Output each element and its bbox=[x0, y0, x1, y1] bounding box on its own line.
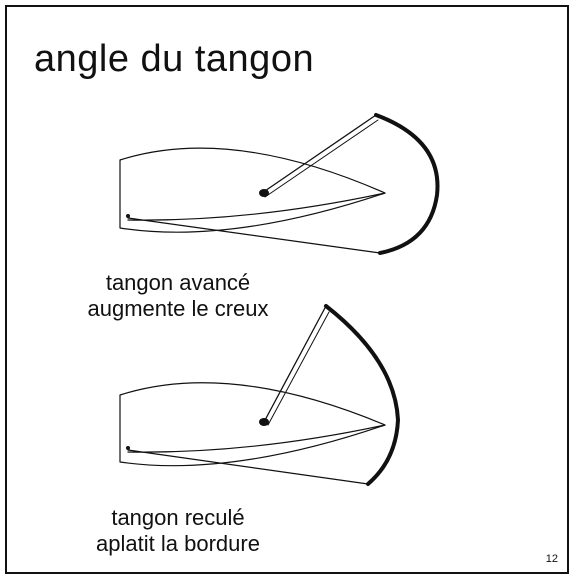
sail-leech-line bbox=[127, 192, 386, 221]
page-number: 12 bbox=[545, 553, 558, 565]
bow-dot bbox=[126, 214, 130, 218]
caption-line: tangon reculé bbox=[111, 505, 245, 530]
caption-pole-forward: tangon avancé augmente le creux bbox=[58, 270, 298, 322]
spinnaker-pole bbox=[263, 305, 327, 423]
caption-pole-back: tangon reculé aplatit la bordure bbox=[58, 505, 298, 557]
sail-foot-line bbox=[127, 449, 369, 485]
spinnaker-pole-shadow bbox=[264, 119, 379, 198]
hull-outline bbox=[119, 382, 386, 467]
caption-line: tangon avancé bbox=[105, 270, 251, 295]
slide-title: angle du tangon bbox=[34, 38, 315, 80]
diagram-spinnaker-pole-back bbox=[119, 304, 400, 486]
spinnaker-sail-arc bbox=[374, 113, 440, 255]
mast-dot bbox=[259, 189, 269, 197]
caption-line: augmente le creux bbox=[87, 296, 269, 321]
slide-frame bbox=[5, 5, 569, 574]
spinnaker-pole bbox=[261, 114, 377, 194]
caption-line: aplatit la bordure bbox=[96, 531, 260, 556]
diagram-spinnaker-pole-forward bbox=[119, 113, 440, 255]
sail-leech-line bbox=[127, 424, 386, 453]
sail-foot-line bbox=[127, 217, 381, 254]
mast-dot bbox=[259, 418, 269, 426]
spinnaker-pole-shadow bbox=[267, 311, 330, 426]
bow-dot bbox=[126, 446, 130, 450]
spinnaker-sail-arc bbox=[324, 304, 400, 486]
